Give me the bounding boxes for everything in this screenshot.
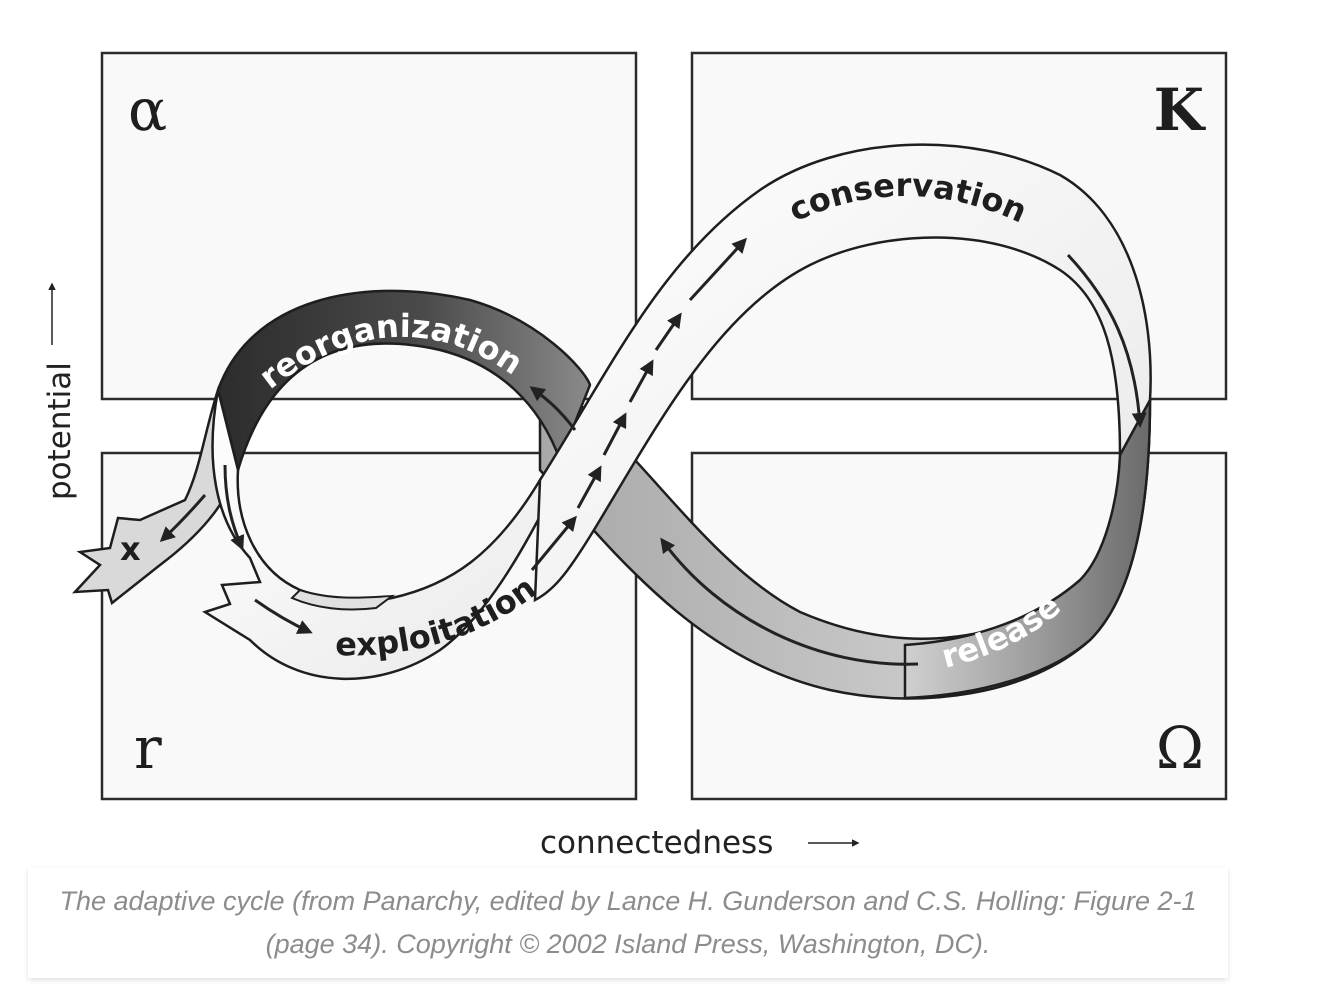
flow-arrows <box>159 237 1147 666</box>
x-axis-label: connectedness <box>540 825 773 861</box>
quadrant-alpha-label: α <box>128 76 167 144</box>
adaptive-cycle-diagram: α K r Ω reorganization exploitation cons… <box>42 51 1228 861</box>
arrow-rise-6 <box>688 237 748 302</box>
conservation-band <box>533 143 1152 603</box>
arrow-exit <box>159 494 207 543</box>
arrow-rise-3 <box>602 412 627 456</box>
arrow-conservation <box>1066 253 1147 428</box>
figure-caption-box: The adaptive cycle (from Panarchy, edite… <box>28 868 1228 978</box>
arrow-rise-4 <box>628 359 654 403</box>
arrow-release <box>660 537 919 666</box>
quadrant-omega-label: Ω <box>1156 714 1204 782</box>
arrow-rise-2 <box>576 465 602 509</box>
arrow-exploitation <box>254 598 313 634</box>
quadrant-r-label: r <box>134 714 162 782</box>
figure-caption: The adaptive cycle (from Panarchy, edite… <box>59 886 1197 959</box>
arrow-reorganization <box>529 386 577 431</box>
arrow-rise-5 <box>654 312 682 351</box>
arrow-fold-down <box>223 464 245 551</box>
release-band-shade <box>903 399 1152 700</box>
arrow-rise-1 <box>530 515 577 571</box>
quadrant-k-label: K <box>1154 76 1207 144</box>
y-axis-label: potential <box>42 362 78 500</box>
fold-flap <box>290 588 396 611</box>
label-exit-x: x <box>120 530 141 568</box>
